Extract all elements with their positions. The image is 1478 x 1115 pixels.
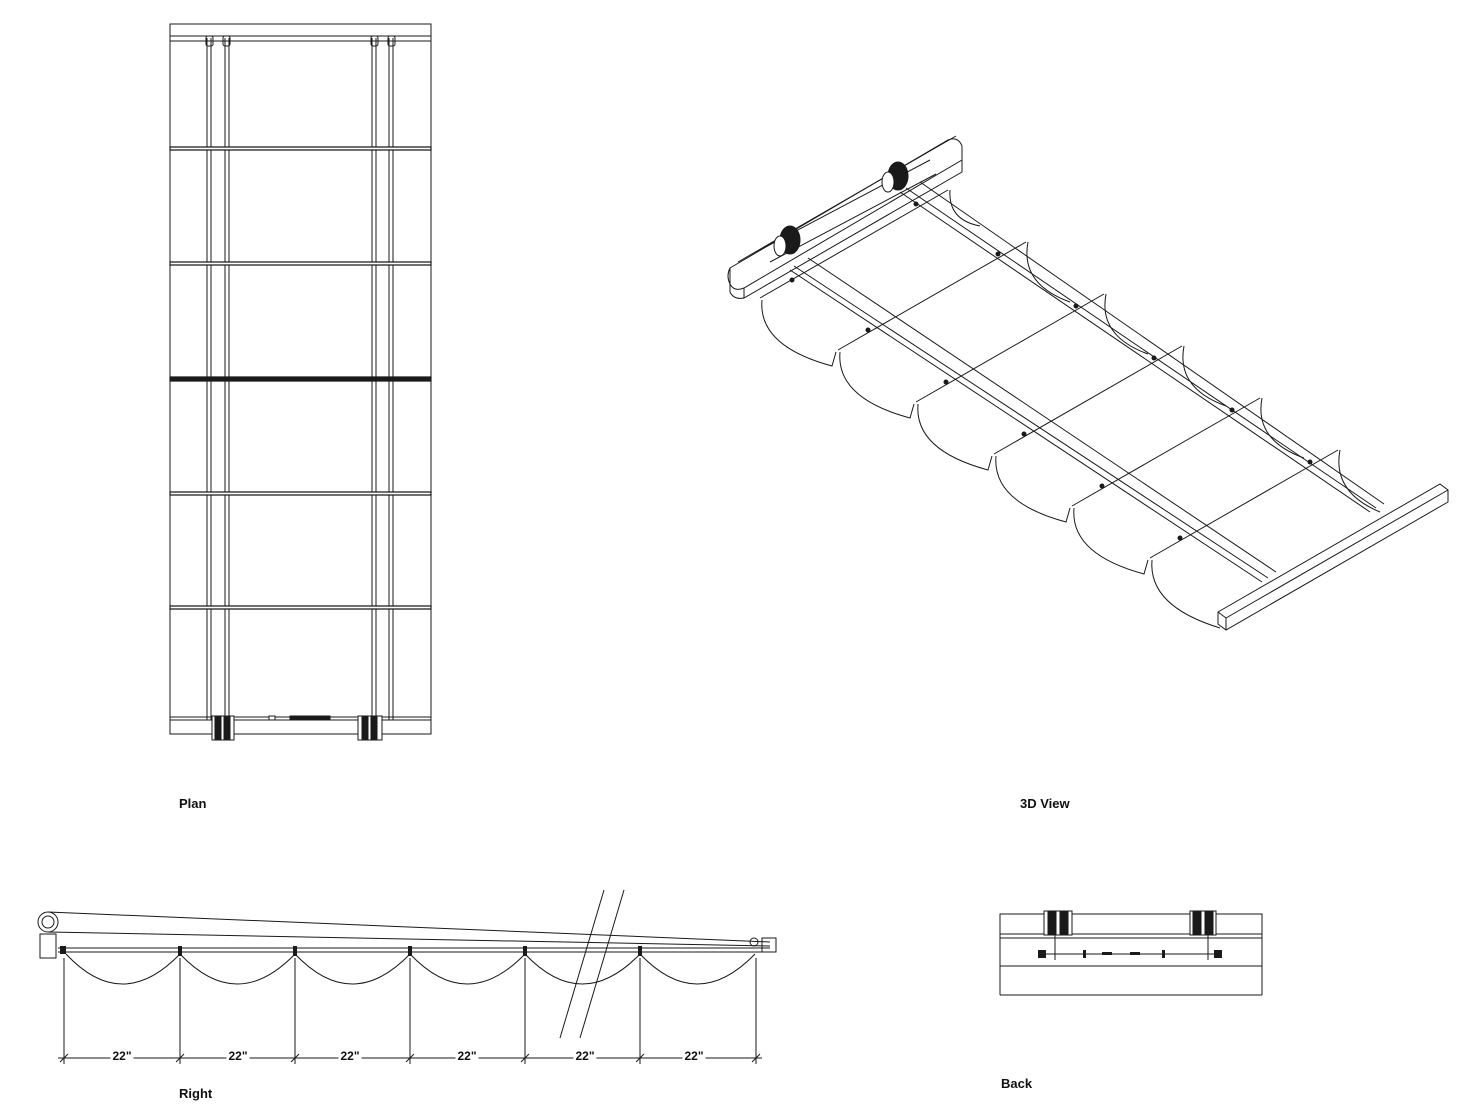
plan-batten bbox=[170, 492, 431, 495]
plan-headrail bbox=[170, 24, 431, 36]
plan-batten bbox=[170, 606, 431, 609]
back-headrail bbox=[1000, 914, 1262, 934]
right-drawing bbox=[0, 880, 800, 1080]
back-view: Back bbox=[980, 900, 1280, 1100]
plan-bottom-rail bbox=[170, 720, 431, 734]
right-caption: Right bbox=[179, 1086, 213, 1101]
3d-view: 3D View bbox=[700, 120, 1478, 820]
right-view: 22" 22" 22" 22" 22" 22" Right bbox=[0, 880, 800, 1115]
right-roller bbox=[38, 912, 58, 932]
plan-caption: Plan bbox=[179, 796, 207, 811]
dimension-label-6: 22" bbox=[682, 1049, 706, 1063]
dimension-label-1: 22" bbox=[110, 1049, 134, 1063]
dimension-label-3: 22" bbox=[338, 1049, 362, 1063]
dimension-label-2: 22" bbox=[226, 1049, 250, 1063]
plan-batten bbox=[170, 262, 431, 265]
3d-drawing bbox=[700, 120, 1478, 660]
plan-drawing bbox=[0, 0, 740, 780]
plan-batten bbox=[170, 147, 431, 150]
3d-caption: 3D View bbox=[1020, 796, 1070, 811]
3d-bottom-rail bbox=[1218, 484, 1448, 630]
dimension-label-5: 22" bbox=[573, 1049, 597, 1063]
plan-view: Plan bbox=[0, 0, 740, 820]
back-drawing bbox=[980, 900, 1280, 1010]
dimension-label-4: 22" bbox=[455, 1049, 479, 1063]
plan-batten bbox=[170, 377, 431, 381]
back-caption: Back bbox=[1001, 1076, 1033, 1091]
